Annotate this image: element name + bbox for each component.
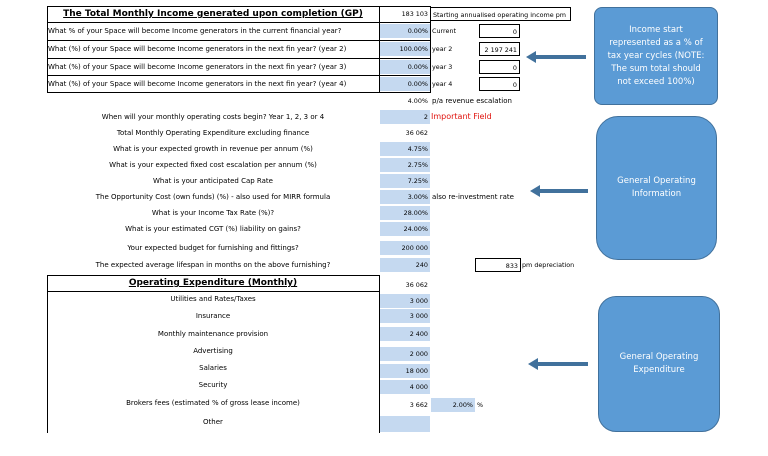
year-amount: 2 197 241 xyxy=(479,42,520,56)
expense-label: Brokers fees (estimated % of gross lease… xyxy=(126,399,300,407)
important-field-label: Important Field xyxy=(431,112,492,121)
expense-label: Insurance xyxy=(195,312,231,320)
year-amount: 0 xyxy=(479,24,520,38)
expenditure-col-border xyxy=(379,275,380,433)
border-right xyxy=(430,6,431,92)
revenue-growth-input[interactable]: 4.75% xyxy=(380,142,430,156)
row-divider xyxy=(47,58,431,59)
brokers-fee-value: 3 662 xyxy=(409,401,428,409)
arrow-left-icon xyxy=(530,185,588,197)
expense-label: Salaries xyxy=(199,364,227,372)
year-label: Current xyxy=(432,27,457,35)
depreciation-value: 833 xyxy=(475,258,521,272)
section-divider xyxy=(47,275,379,276)
expenditure-total: 36 062 xyxy=(405,281,428,289)
cgt-input[interactable]: 24.00% xyxy=(380,222,430,236)
row-divider xyxy=(47,75,431,76)
arrow-left-icon xyxy=(528,358,588,370)
income-start-callout: Income start represented as a % of tax y… xyxy=(594,7,718,105)
income-callout-text: Income start represented as a % of tax y… xyxy=(607,24,705,87)
expense-label: Monthly maintenance provision xyxy=(157,330,269,338)
year-label: year 3 xyxy=(432,63,453,71)
operating-row-label: What is your expected fixed cost escalat… xyxy=(109,161,317,169)
operating-row-label: The Opportunity Cost (own funds) (%) - a… xyxy=(95,193,331,201)
total-operating-value: 36 062 xyxy=(405,129,428,137)
revenue-escalation-label: p/a revenue escalation xyxy=(432,97,512,105)
row-divider xyxy=(47,22,431,23)
expense-label: Utilities and Rates/Taxes xyxy=(170,295,256,303)
brokers-pct-unit: % xyxy=(477,401,484,409)
expenditure-callout-text: General Operating Expenditure xyxy=(619,352,699,375)
maintenance-input[interactable]: 2 400 xyxy=(380,327,430,341)
security-input[interactable]: 4 000 xyxy=(380,380,430,394)
general-info-callout: General Operating Information xyxy=(596,116,717,260)
utilities-input[interactable]: 3 000 xyxy=(380,294,430,308)
insurance-input[interactable]: 3 000 xyxy=(380,309,430,323)
expense-label: Advertising xyxy=(193,347,233,355)
general-info-text: General Operating Information xyxy=(617,176,696,199)
income-row-label: What (%) of your Space will become Incom… xyxy=(48,80,347,88)
section-divider xyxy=(47,291,379,292)
year-label: year 2 xyxy=(432,45,453,53)
income-row-label: What (%) of your Space will become Incom… xyxy=(48,63,347,71)
arrow-left-icon xyxy=(526,51,586,63)
fixed-cost-escalation-input[interactable]: 2.75% xyxy=(380,158,430,172)
income-pct-year3[interactable]: 0.00% xyxy=(380,60,430,74)
salaries-input[interactable]: 18 000 xyxy=(380,364,430,378)
other-input[interactable] xyxy=(380,416,430,432)
border-left xyxy=(47,6,48,92)
depreciation-label: pm depreciation xyxy=(522,261,575,269)
operating-row-label: What is your expected growth in revenue … xyxy=(113,145,313,153)
brokers-pct-input[interactable]: 2.00% xyxy=(431,398,475,412)
year-amount: 0 xyxy=(479,77,520,91)
expense-label: Security xyxy=(198,381,228,389)
revenue-escalation-value: 4.00% xyxy=(407,97,428,105)
furnishing-budget-input[interactable]: 200 000 xyxy=(380,241,430,255)
cap-rate-input[interactable]: 7.25% xyxy=(380,174,430,188)
opportunity-cost-input[interactable]: 3.00% xyxy=(380,190,430,204)
reinvestment-label: also re-investment rate xyxy=(432,193,514,201)
expenditure-title: Operating Expenditure (Monthly) xyxy=(128,278,298,288)
operating-row-label: What is your anticipated Cap Rate xyxy=(153,177,273,185)
border-column xyxy=(379,6,380,92)
operating-row-label: What is your Income Tax Rate (%)? xyxy=(151,209,275,217)
income-pct-year4[interactable]: 0.00% xyxy=(380,77,430,91)
income-tax-input[interactable]: 28.00% xyxy=(380,206,430,220)
income-row-label: What % of your Space will become Income … xyxy=(48,27,342,35)
income-title: The Total Monthly Income generated upon … xyxy=(63,9,363,19)
year-label: year 4 xyxy=(432,80,453,88)
starting-income-label: Starting annualised operating income pm xyxy=(430,7,571,21)
operating-cost-start-input[interactable]: 2 xyxy=(380,110,430,124)
expenditure-callout: General Operating Expenditure xyxy=(598,296,720,432)
advertising-input[interactable]: 2 000 xyxy=(380,347,430,361)
operating-row-label: Your expected budget for furnishing and … xyxy=(127,244,299,252)
border-top xyxy=(47,6,431,7)
year-amount: 0 xyxy=(479,60,520,74)
income-pct-year2[interactable]: 100.00% xyxy=(380,42,430,56)
operating-row-label: When will your monthly operating costs b… xyxy=(101,113,325,121)
operating-row-label: The expected average lifespan in months … xyxy=(95,261,331,269)
operating-row-label: What is your estimated CGT (%) liability… xyxy=(125,225,301,233)
row-divider xyxy=(47,40,431,41)
operating-row-label: Total Monthly Operating Expenditure excl… xyxy=(116,129,310,137)
income-pct-current[interactable]: 0.00% xyxy=(380,24,430,38)
income-title-value: 183 103 xyxy=(401,10,428,18)
row-divider xyxy=(47,92,431,93)
expense-label: Other xyxy=(203,418,223,426)
income-row-label: What (%) of your Space will become Incom… xyxy=(48,45,347,53)
expenditure-left-border xyxy=(47,275,48,433)
furnishing-lifespan-input[interactable]: 240 xyxy=(380,258,430,272)
